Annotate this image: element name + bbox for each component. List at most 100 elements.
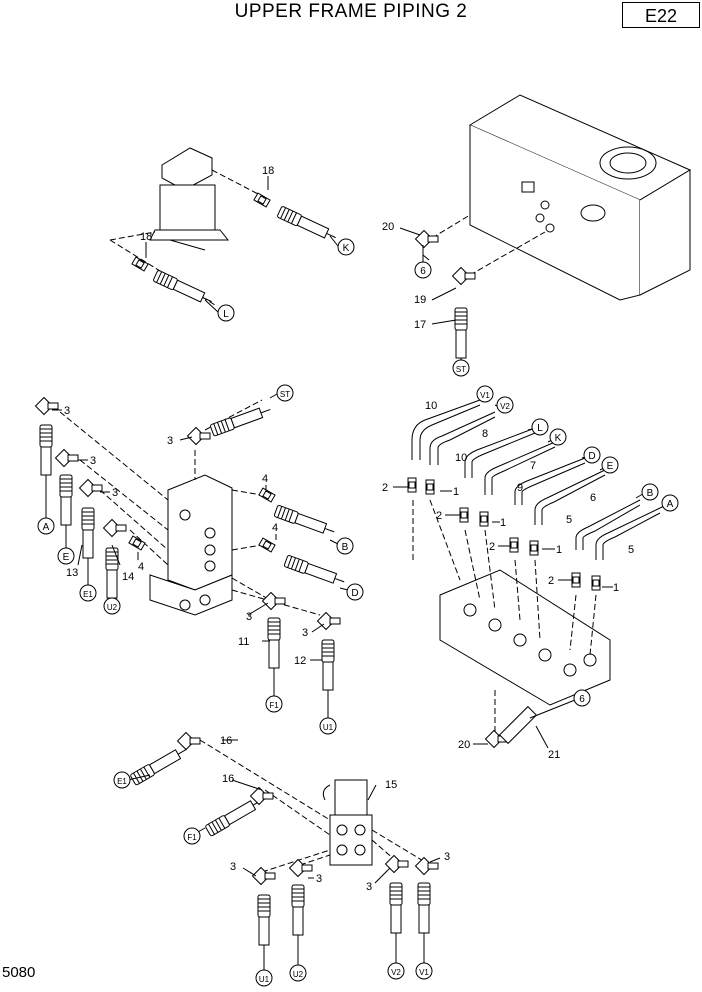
elbow-14 <box>103 519 127 537</box>
callout-11: 11 <box>238 636 249 648</box>
callout-3-e: 3 <box>246 611 252 623</box>
callout-2-a: 2 <box>382 482 388 494</box>
callout-18-lower: 18 <box>140 231 152 243</box>
pilot-motor <box>149 147 230 251</box>
adapter-4-D <box>258 537 276 553</box>
callout-14: 14 <box>122 571 134 583</box>
hose-to-U2 <box>291 884 305 936</box>
hose-to-E1 <box>129 743 191 786</box>
connector-U1-swivel: U1 <box>323 723 334 732</box>
connector-B-swivel: B <box>342 542 349 553</box>
callout-10-b: 10 <box>455 452 467 464</box>
callout-2-d: 2 <box>548 575 554 587</box>
connector-6-tank: 6 <box>420 266 426 277</box>
connector-E-valve: E <box>607 461 614 472</box>
adapter-4-left <box>128 535 146 551</box>
callout-16-upper: 16 <box>220 735 232 747</box>
callout-21: 21 <box>548 749 560 761</box>
adapter-1-d <box>591 575 601 591</box>
adapter-4-B <box>258 487 276 503</box>
elbow-3-swivel <box>187 427 211 445</box>
callout-5-b: 5 <box>628 544 634 556</box>
callout-16-lower: 16 <box>222 773 234 785</box>
adapter-2-b <box>459 507 469 523</box>
connector-K-top: K <box>343 243 350 254</box>
hose-to-D <box>283 554 347 588</box>
elbow-20-tank <box>415 230 439 248</box>
hose-17 <box>454 307 468 359</box>
elbow-3-U1 <box>317 612 341 630</box>
hydraulic-tank <box>468 94 692 301</box>
callout-3-i: 3 <box>366 881 372 893</box>
swivel-joint <box>149 474 233 616</box>
hose-11 <box>267 617 281 669</box>
callout-4-c: 4 <box>138 561 144 573</box>
adapter-18-upper <box>253 192 271 208</box>
elbow-3-V2-bottom <box>385 855 409 873</box>
connector-F1-swivel: F1 <box>269 701 279 710</box>
elbow-3-A <box>35 397 59 415</box>
callout-17: 17 <box>414 319 426 331</box>
elbow-3-E <box>55 449 79 467</box>
callout-7: 7 <box>530 460 536 472</box>
callout-3-g: 3 <box>230 861 236 873</box>
callout-15: 15 <box>385 779 397 791</box>
adapter-1-b <box>479 511 489 527</box>
connector-A-valve: A <box>667 499 674 510</box>
callout-1-b: 1 <box>500 517 506 529</box>
callout-20-tank: 20 <box>382 221 394 233</box>
callout-4-a: 4 <box>262 473 268 485</box>
connector-L-valve: L <box>537 423 543 434</box>
callout-3-h: 3 <box>316 873 322 885</box>
hose-to-V2 <box>389 882 403 934</box>
hose-to-L <box>152 269 215 308</box>
hose-to-U1 <box>257 894 271 946</box>
adapter-1-a <box>425 479 435 495</box>
connector-D-valve: D <box>588 451 595 462</box>
connector-6-valve: 6 <box>579 694 585 705</box>
connector-V1-valve: V1 <box>480 391 490 400</box>
section-code-box: E22 <box>622 2 700 28</box>
callout-18-upper: 18 <box>262 165 274 177</box>
connector-E1-bottom: E1 <box>117 777 127 786</box>
connector-ST-swivel: ST <box>280 390 290 399</box>
connector-E-left: E <box>63 552 70 563</box>
callout-4-b: 4 <box>272 522 278 534</box>
callout-3-a: 3 <box>64 405 70 417</box>
callout-3-d: 3 <box>167 435 173 447</box>
page-number: 5080 <box>2 964 36 981</box>
callout-3-b: 3 <box>90 455 96 467</box>
connector-V2-bottom: V2 <box>391 968 401 977</box>
connector-U2-left: U2 <box>107 603 118 612</box>
callout-5-a: 5 <box>566 514 572 526</box>
elbow-3-F1 <box>262 592 286 610</box>
connector-K-valve: K <box>555 433 562 444</box>
adapter-2-c <box>509 537 519 553</box>
valve-hoses <box>411 399 661 560</box>
connector-V1-bottom: V1 <box>419 968 429 977</box>
hose-E1 <box>81 507 95 559</box>
callout-2-c: 2 <box>489 541 495 553</box>
connector-B-valve: B <box>647 488 654 499</box>
callout-13: 13 <box>66 567 78 579</box>
hose-to-A <box>39 424 53 476</box>
adapter-18-lower <box>131 256 149 272</box>
hose-to-V1 <box>417 882 431 934</box>
connector-E1-left: E1 <box>83 590 93 599</box>
callout-6: 6 <box>590 492 596 504</box>
callout-1-c: 1 <box>556 544 562 556</box>
solenoid-valve <box>322 779 373 866</box>
connector-F1-bottom: F1 <box>187 833 197 842</box>
callout-3-f: 3 <box>302 627 308 639</box>
hose-12 <box>321 639 335 691</box>
connector-D-swivel: D <box>351 588 358 599</box>
callout-3-j: 3 <box>444 851 450 863</box>
callout-3-c: 3 <box>112 487 118 499</box>
callout-9: 9 <box>517 482 523 494</box>
connector-V2-valve: V2 <box>500 402 510 411</box>
callout-1-d: 1 <box>613 582 619 594</box>
connector-L-top: L <box>223 309 229 320</box>
main-control-valve <box>439 569 611 706</box>
connector-U1-bottom: U1 <box>259 975 270 984</box>
